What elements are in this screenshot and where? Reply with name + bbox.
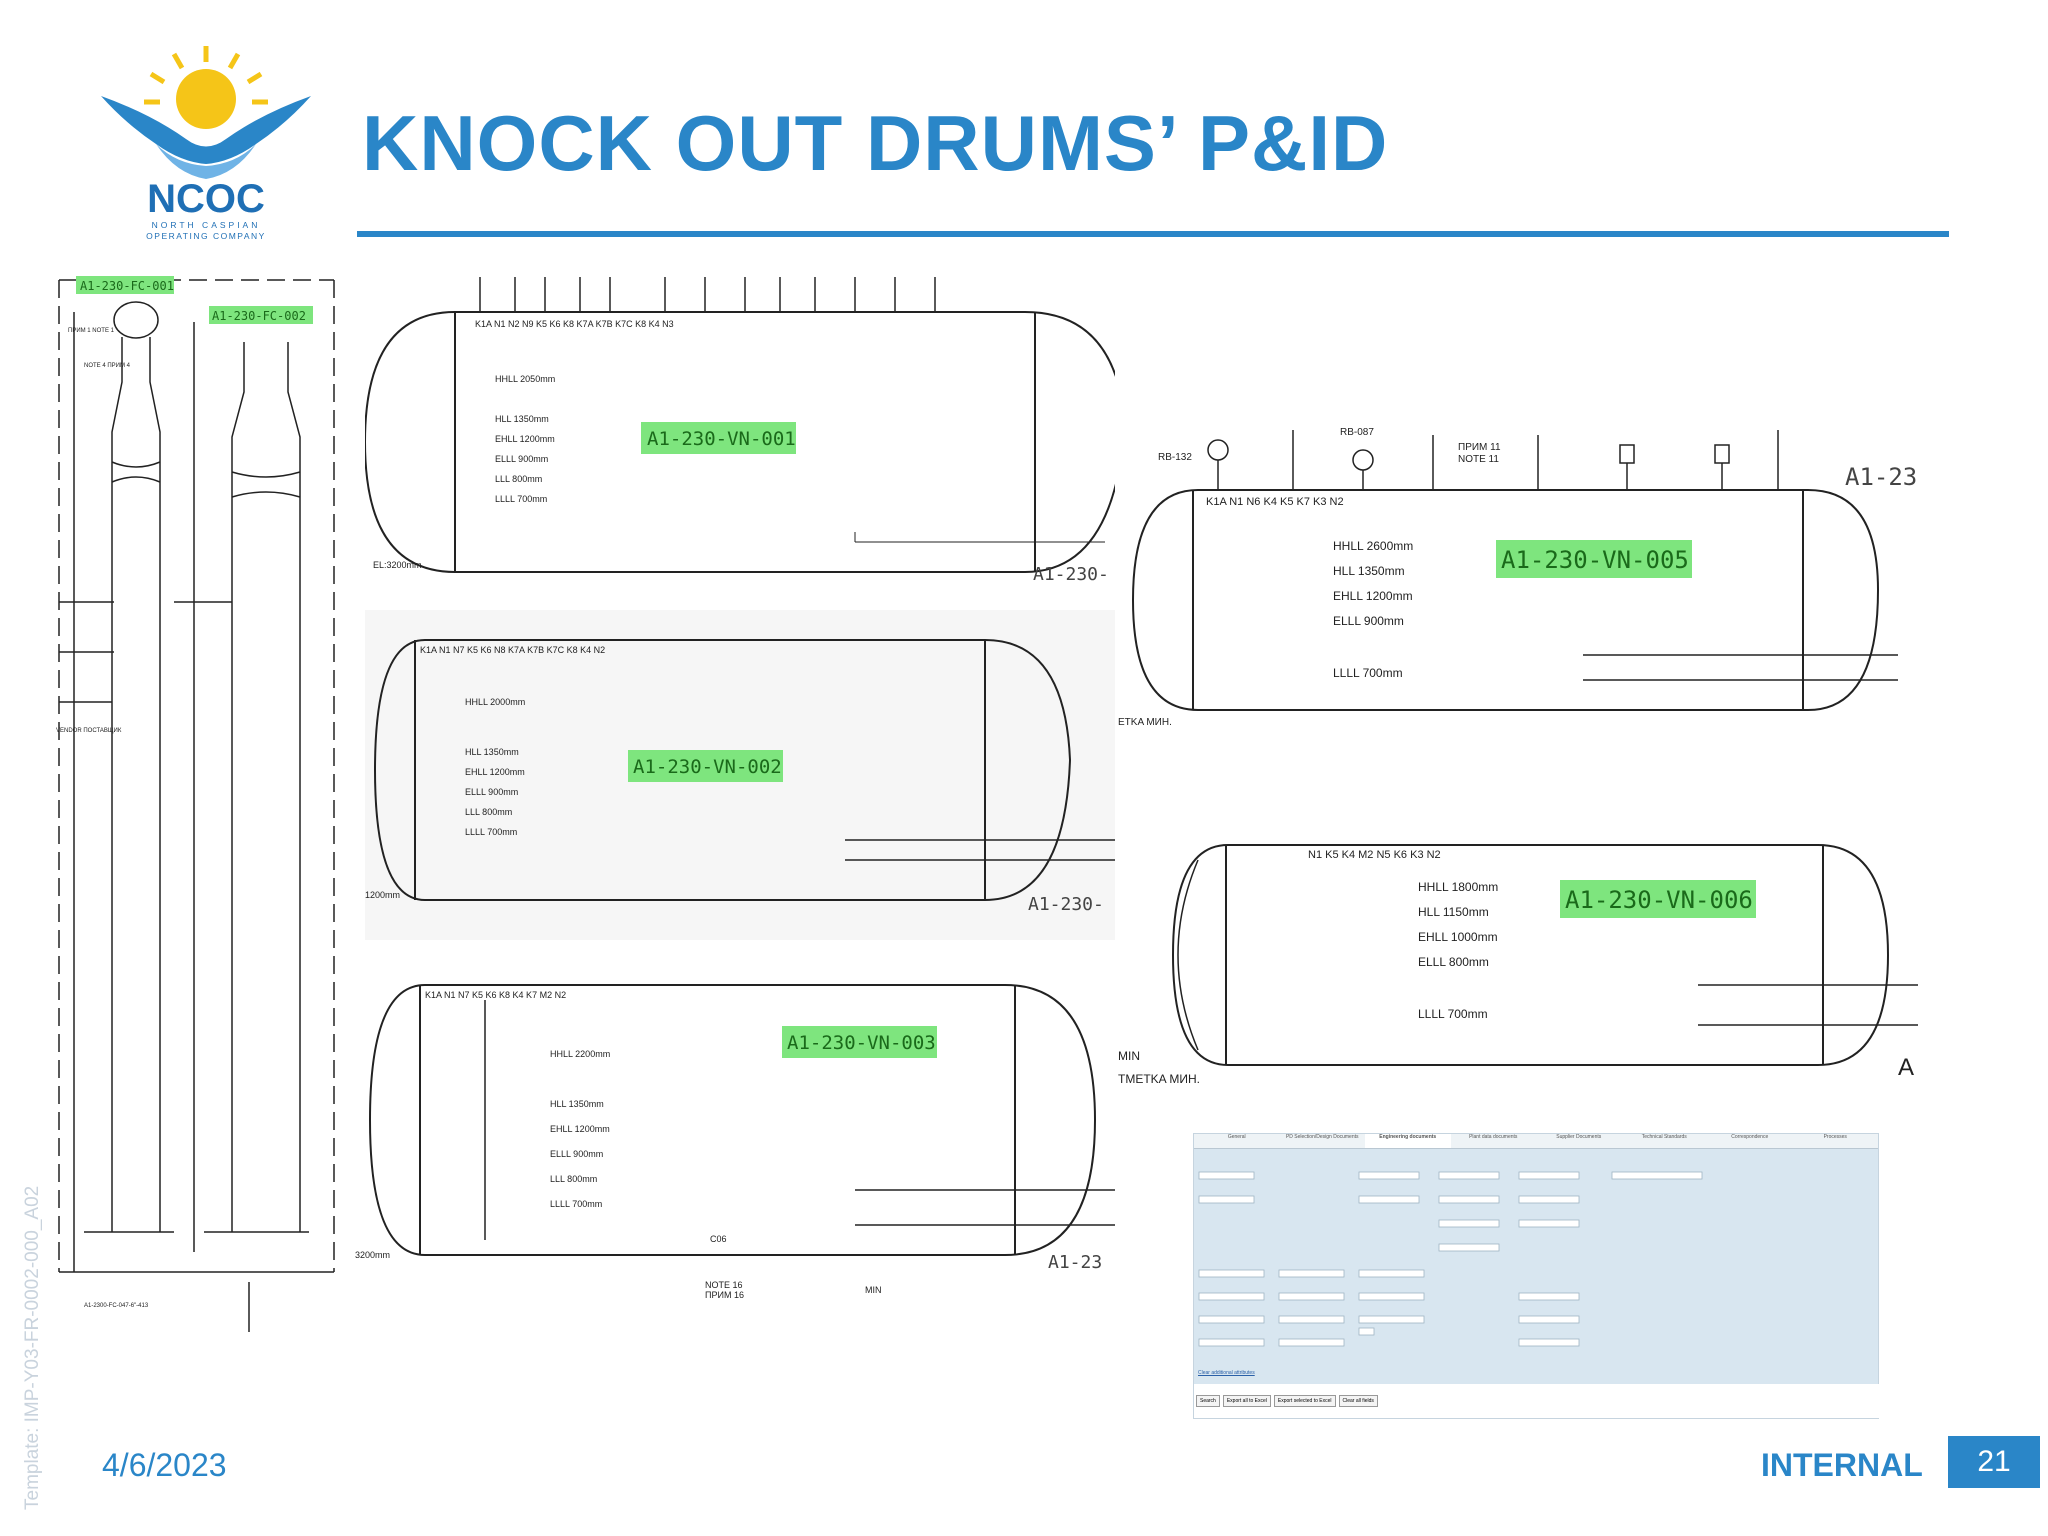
svg-text:RB-132: RB-132 [1158,452,1192,463]
tab-pd-selection[interactable]: PD Selection/Design Documents [1285,1134,1359,1140]
doc-tabs: General PD Selection/Design Documents En… [1194,1134,1878,1149]
svg-text:A1-230-: A1-230- [1028,894,1104,915]
flare-tag-2: A1-230-FC-002 [212,309,306,323]
svg-text:LLL 800mm: LLL 800mm [495,474,542,484]
drum-tag-vn-005: A1-230-VN-005 [1501,546,1689,574]
svg-text:EHLL 1200mm: EHLL 1200mm [550,1124,610,1134]
drum-vn-001-drawing: K1A N1 N2 N9 K5 K6 K8 K7A K7B K7C K8 K4 … [365,272,1115,602]
svg-text:EHLL 1200mm: EHLL 1200mm [495,434,555,444]
drum-tag-vn-006: A1-230-VN-006 [1565,886,1753,914]
svg-text:1200mm: 1200mm [365,890,400,900]
tab-correspondence[interactable]: Correspondence [1731,1134,1769,1140]
svg-text:ELLL 900mm: ELLL 900mm [465,787,518,797]
document-search-screen: General PD Selection/Design Documents En… [1193,1133,1880,1419]
svg-text:LLLL 700mm: LLLL 700mm [465,827,517,837]
svg-text:EHLL 1000mm: EHLL 1000mm [1418,930,1498,944]
svg-text:ПРИМ 16: ПРИМ 16 [705,1290,744,1300]
svg-text:HHLL 2200mm: HHLL 2200mm [550,1049,610,1059]
slide-date: 4/6/2023 [102,1447,227,1483]
svg-text:HHLL 1800mm: HHLL 1800mm [1418,880,1498,894]
svg-text:LLLL 700mm: LLLL 700mm [1333,666,1403,680]
svg-text:VENDOR ПОСТАВЩИК: VENDOR ПОСТАВЩИК [56,728,122,734]
flare-tag-1: A1-230-FC-001 [80,279,174,293]
svg-text:A1-230-: A1-230- [1033,564,1109,585]
svg-text:HLL 1350mm: HLL 1350mm [1333,564,1405,578]
svg-text:C06: C06 [710,1234,727,1244]
svg-text:A1-23: A1-23 [1048,1252,1102,1273]
svg-text:LLLL 700mm: LLLL 700mm [1418,1007,1488,1021]
svg-text:K1A N1 N2 N9 K5 K6 K8: K1A N1 N2 N9 K5 K6 K8 K7A K7B K7C K8 K4 … [475,319,674,329]
title-underline [357,231,1949,237]
logo-emblem-icon: NCOC NORTH CASPIAN OPERATING COMPANY [101,46,311,241]
tab-plant-data[interactable]: Plant data documents [1469,1134,1518,1140]
clear-attributes-link[interactable]: Clear additional attributes [1198,1370,1255,1376]
svg-text:EHLL 1200mm: EHLL 1200mm [1333,589,1413,603]
svg-text:NOTE 4 ПРИМ 4: NOTE 4 ПРИМ 4 [84,363,131,369]
drum-vn-006-drawing: N1 K5 K4 M2 N5 K6 K3 N2 HHLL 1800mm HLL … [1118,800,1938,1110]
svg-text:TMETKA MИН.: TMETKA MИН. [1118,1072,1200,1086]
svg-text:ELLL 900mm: ELLL 900mm [1333,614,1404,628]
svg-text:NOTE 11: NOTE 11 [1458,454,1499,465]
svg-text:NCOC: NCOC [147,177,265,221]
doc-form-fields [1198,1171,1703,1347]
slide-title: KNOCK OUT DRUMS’ P&ID [362,99,1389,187]
drum-tag-vn-001: A1-230-VN-001 [647,428,796,450]
tab-technical[interactable]: Technical Standards [1641,1134,1687,1140]
page-number: 21 [1948,1436,2040,1488]
search-button[interactable]: Search [1196,1395,1220,1407]
flare-stacks-drawing: A1-230-FC-001 A1-230-FC-002 ПРИМ 1 NOTE … [56,274,338,1332]
export-all-button[interactable]: Export all to Excel [1222,1395,1271,1407]
svg-text:EHLL 1200mm: EHLL 1200mm [465,767,525,777]
svg-text:3200mm: 3200mm [355,1250,390,1260]
svg-text:OPERATING COMPANY: OPERATING COMPANY [146,231,266,241]
svg-text:ПРИМ 11: ПРИМ 11 [1458,442,1501,453]
svg-text:LLL 800mm: LLL 800mm [550,1174,597,1184]
drum-vn-005-drawing: RB-132 RB-087 K1A N1 N6 K4 K5 K7 K3 N2 H… [1118,420,1938,750]
drum-vn-002-drawing: K1A N1 N7 K5 K6 N8 K7A K7B K7C K8 K4 N2 … [365,610,1115,940]
svg-text:HLL 1150mm: HLL 1150mm [1418,905,1489,919]
drum-vn-003-drawing: K1A N1 N7 K5 K6 K8 K4 K7 M2 N2 HHLL 2200… [355,950,1115,1310]
svg-text:A: A [1898,1054,1914,1081]
svg-text:A1-2300-FC-047-6"-413: A1-2300-FC-047-6"-413 [84,1303,149,1309]
export-selected-button[interactable]: Export selected to Excel [1273,1395,1336,1407]
clear-fields-button[interactable]: Clear all fields [1338,1395,1378,1407]
doc-button-bar: Search Export all to Excel Export select… [1194,1384,1880,1418]
svg-text:LLLL 700mm: LLLL 700mm [495,494,547,504]
template-id: Template: IMP-Y03-FR-0002-000_A02 [22,1185,43,1510]
svg-text:ПРИМ 1 NOTE 1: ПРИМ 1 NOTE 1 [68,328,115,334]
svg-text:K1A N1 N7 K5: K1A N1 N7 K5 K6 K8 K4 K7 M2 N2 [425,990,566,1000]
svg-text:HHLL 2600mm: HHLL 2600mm [1333,539,1413,553]
svg-text:ELLL 900mm: ELLL 900mm [550,1149,603,1159]
svg-text:EL:3200mm: EL:3200mm [373,560,422,570]
classification-label: INTERNAL [1761,1447,1923,1483]
svg-text:ELLL 800mm: ELLL 800mm [1418,955,1489,969]
tab-supplier[interactable]: Supplier Documents [1556,1134,1602,1140]
svg-text:ELLL 900mm: ELLL 900mm [495,454,548,464]
svg-text:LLL 800mm: LLL 800mm [465,807,512,817]
svg-text:MIN: MIN [865,1285,882,1295]
svg-text:ETKA MИН.: ETKA MИН. [1118,717,1172,728]
ncoc-logo: NCOC NORTH CASPIAN OPERATING COMPANY [96,44,316,244]
svg-text:RB-087: RB-087 [1340,427,1374,438]
svg-text:MIN: MIN [1118,1049,1140,1063]
svg-text:HLL 1350mm: HLL 1350mm [495,414,549,424]
svg-text:N1 K5 K4: N1 K5 K4 M2 N5 K6 K3 N2 [1308,849,1441,861]
svg-text:HHLL 2000mm: HHLL 2000mm [465,697,525,707]
tab-general[interactable]: General [1227,1134,1246,1140]
svg-text:HLL 1350mm: HLL 1350mm [465,747,519,757]
tab-processes[interactable]: Processes [1823,1134,1847,1140]
svg-text:LLLL 700mm: LLLL 700mm [550,1199,602,1209]
drum-tag-vn-003: A1-230-VN-003 [787,1032,936,1054]
svg-text:HHLL 2050mm: HHLL 2050mm [495,374,555,384]
drum-tag-vn-002: A1-230-VN-002 [633,756,782,778]
svg-text:NORTH CASPIAN: NORTH CASPIAN [152,220,261,230]
svg-text:A1-23: A1-23 [1845,463,1917,491]
svg-text:K1A N1 N7 K5 K6 N: K1A N1 N7 K5 K6 N8 K7A K7B K7C K8 K4 N2 [420,645,605,655]
svg-text:NOTE 16: NOTE 16 [705,1280,743,1290]
tab-engineering[interactable]: Engineering documents [1365,1134,1451,1148]
svg-text:HLL 1350mm: HLL 1350mm [550,1099,604,1109]
svg-text:K1A N1 N6: K1A N1 N6 K4 K5 K7 K3 N2 [1206,496,1344,508]
